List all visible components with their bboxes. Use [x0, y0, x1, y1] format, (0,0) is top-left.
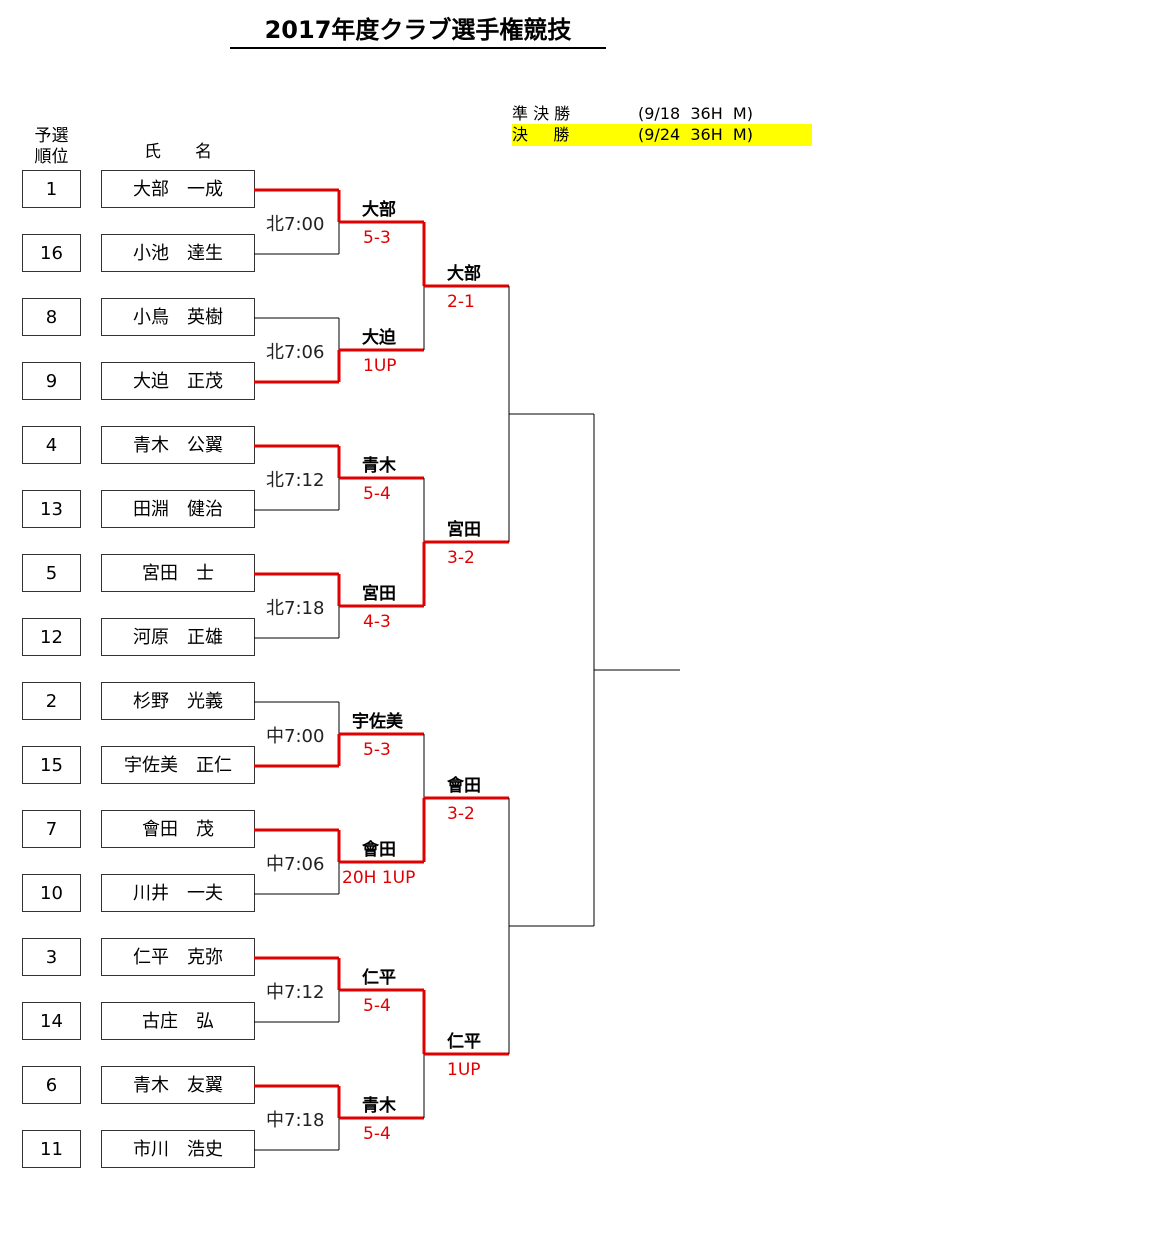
round1-winner-name: 青木 [362, 1096, 396, 1116]
match-time: 北7:18 [266, 598, 325, 619]
round2-winner-name: 會田 [447, 776, 481, 796]
player-name: 會田 茂 [101, 810, 255, 848]
page-title: 2017年度クラブ選手権競技 [230, 10, 606, 49]
player-name: 小鳥 英樹 [101, 298, 255, 336]
round2-score: 1UP [447, 1060, 481, 1080]
player-name: 古庄 弘 [101, 1002, 255, 1040]
player-name: 川井 一夫 [101, 874, 255, 912]
round1-winner-name: 會田 [362, 840, 396, 860]
seed-box: 11 [22, 1130, 81, 1168]
seed-box: 4 [22, 426, 81, 464]
match-time: 北7:00 [266, 214, 325, 235]
name-header: 氏 名 [144, 142, 212, 162]
round1-score: 4-3 [363, 612, 391, 632]
round1-score: 5-4 [363, 1124, 391, 1144]
round1-score: 20H 1UP [342, 868, 416, 888]
player-name: 市川 浩史 [101, 1130, 255, 1168]
player-name: 河原 正雄 [101, 618, 255, 656]
seed-box: 5 [22, 554, 81, 592]
match-time: 中7:18 [266, 1110, 325, 1131]
seed-box: 16 [22, 234, 81, 272]
seed-header: 予選 順位 [34, 126, 69, 167]
match-time: 中7:06 [266, 854, 325, 875]
round1-score: 5-3 [363, 228, 391, 248]
round2-winner-name: 仁平 [447, 1032, 481, 1052]
round2-score: 3-2 [447, 804, 475, 824]
seed-box: 1 [22, 170, 81, 208]
round1-winner-name: 宮田 [362, 584, 396, 604]
seed-box: 10 [22, 874, 81, 912]
schedule-label: 準 決 勝 [512, 104, 571, 123]
player-name: 小池 達生 [101, 234, 255, 272]
player-name: 田淵 健治 [101, 490, 255, 528]
seed-box: 3 [22, 938, 81, 976]
round1-score: 5-3 [363, 740, 391, 760]
seed-box: 13 [22, 490, 81, 528]
round1-score: 5-4 [363, 996, 391, 1016]
round2-score: 3-2 [447, 548, 475, 568]
match-time: 中7:12 [266, 982, 325, 1003]
round1-winner-name: 大迫 [362, 328, 396, 348]
seed-box: 15 [22, 746, 81, 784]
round2-score: 2-1 [447, 292, 475, 312]
player-name: 杉野 光義 [101, 682, 255, 720]
player-name: 仁平 克弥 [101, 938, 255, 976]
seed-box: 7 [22, 810, 81, 848]
round1-score: 5-4 [363, 484, 391, 504]
player-name: 大部 一成 [101, 170, 255, 208]
player-name: 宇佐美 正仁 [101, 746, 255, 784]
round1-score: 1UP [363, 356, 397, 376]
schedule-detail: (9/18 36H M) [638, 104, 753, 123]
round2-winner-name: 宮田 [447, 520, 481, 540]
round1-winner-name: 大部 [362, 200, 396, 220]
round1-winner-name: 仁平 [362, 968, 396, 988]
match-time: 中7:00 [266, 726, 325, 747]
seed-box: 8 [22, 298, 81, 336]
schedule-detail: (9/24 36H M) [638, 125, 753, 144]
schedule-final: 決 勝 (9/24 36H M) [512, 124, 812, 146]
round1-winner-name: 青木 [362, 456, 396, 476]
player-name: 青木 友翼 [101, 1066, 255, 1104]
player-name: 青木 公翼 [101, 426, 255, 464]
schedule-semifinal: 準 決 勝 (9/18 36H M) [512, 103, 753, 125]
seed-box: 12 [22, 618, 81, 656]
player-name: 大迫 正茂 [101, 362, 255, 400]
seed-box: 14 [22, 1002, 81, 1040]
round2-winner-name: 大部 [447, 264, 481, 284]
match-time: 北7:06 [266, 342, 325, 363]
round1-winner-name: 宇佐美 [352, 712, 403, 732]
seed-box: 9 [22, 362, 81, 400]
player-name: 宮田 士 [101, 554, 255, 592]
match-time: 北7:12 [266, 470, 325, 491]
seed-box: 2 [22, 682, 81, 720]
seed-box: 6 [22, 1066, 81, 1104]
schedule-label: 決 勝 [512, 125, 570, 144]
